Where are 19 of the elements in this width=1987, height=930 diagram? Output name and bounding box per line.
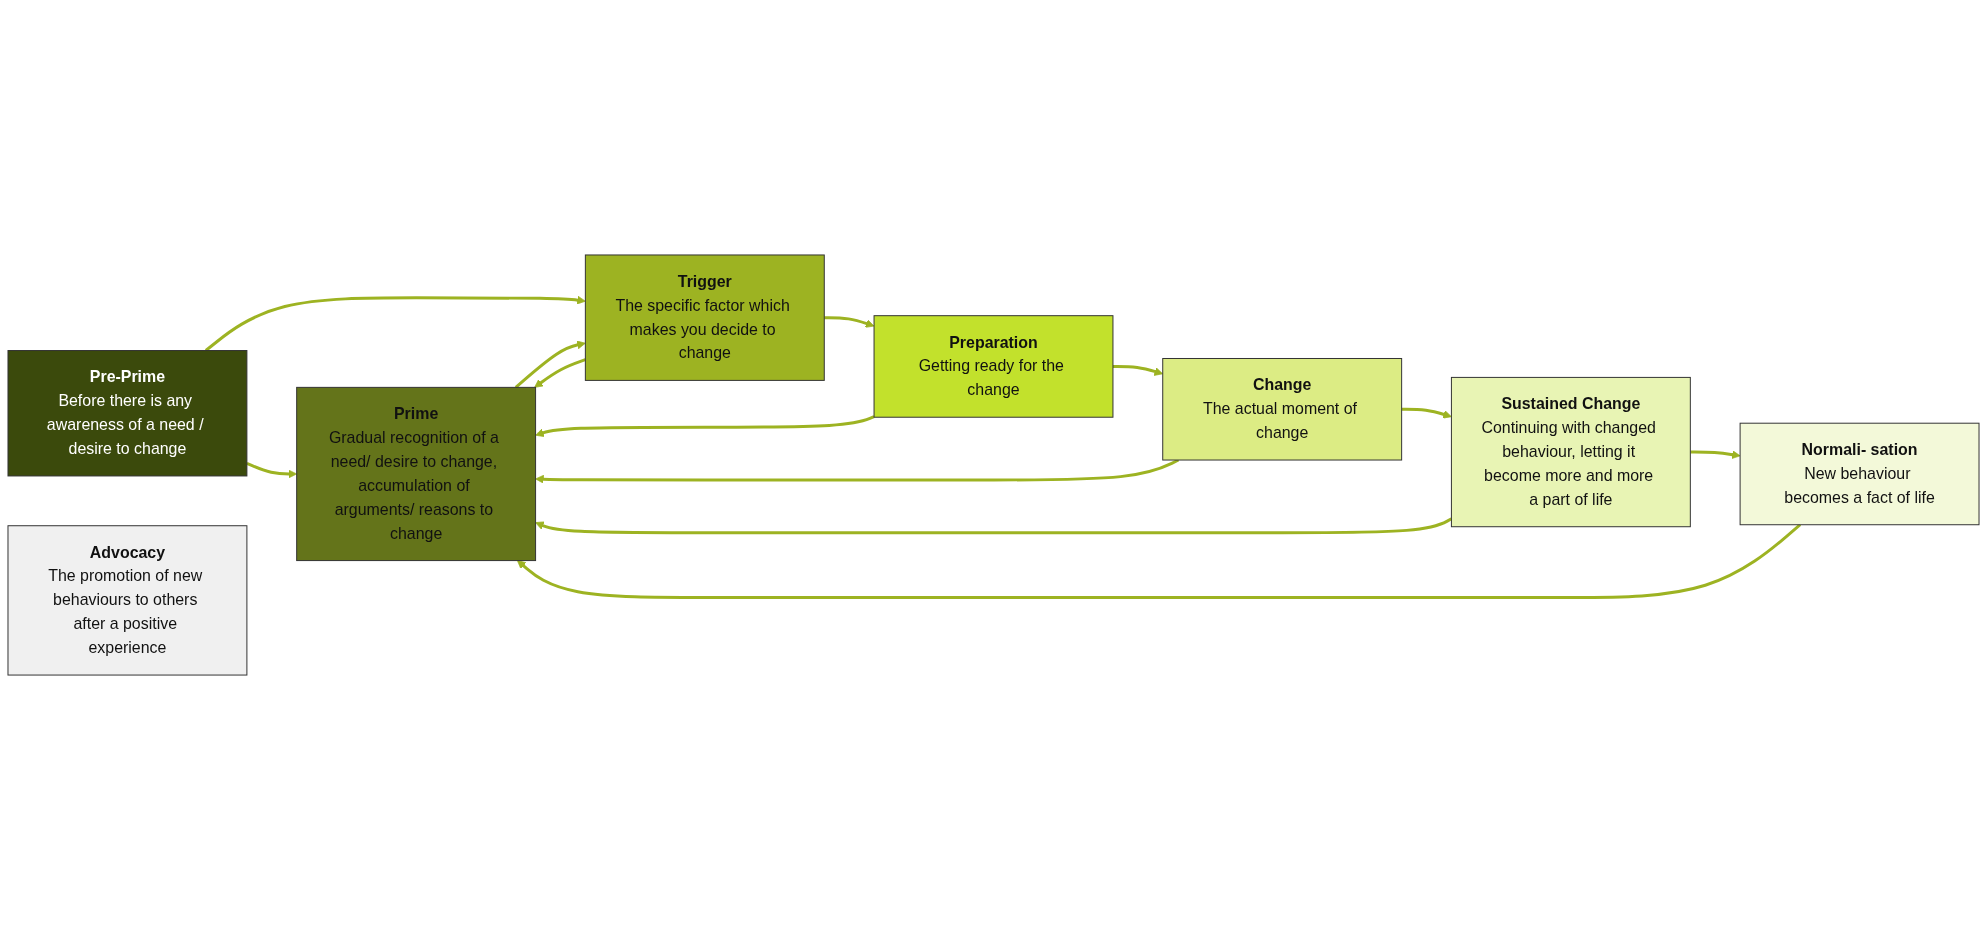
arrow xyxy=(1401,407,1452,419)
arrow xyxy=(535,517,1453,535)
node-box: Trigger The specific factor which makes you decide to change xyxy=(584,254,825,381)
arrow xyxy=(824,316,875,328)
node-box: Change The actual moment of change xyxy=(1162,358,1403,461)
arrow xyxy=(534,358,586,388)
node-box: Sustained Change Continuing with changed behaviour, letting it become more and more a part of life xyxy=(1450,376,1691,528)
arrow xyxy=(246,462,298,479)
node-box: Pre-Prime Before there is any awareness of a need / desire to change xyxy=(7,350,248,477)
node-box: Advocacy The promotion of new behaviours to others after a positive experience xyxy=(7,525,248,676)
arrow xyxy=(204,295,586,352)
node-box: Preparation Getting ready for the change xyxy=(873,315,1114,418)
arrow xyxy=(514,340,586,389)
arrow xyxy=(1690,450,1741,459)
node-box: Normali- sation New behaviour becomes a fact of life xyxy=(1739,422,1980,526)
arrow xyxy=(535,415,875,437)
arrow xyxy=(1112,364,1164,376)
arrow xyxy=(517,523,1802,599)
node-box: Prime Gradual recognition of a need/ desire to change, accumulation of arguments/ reasons to change xyxy=(296,386,537,562)
